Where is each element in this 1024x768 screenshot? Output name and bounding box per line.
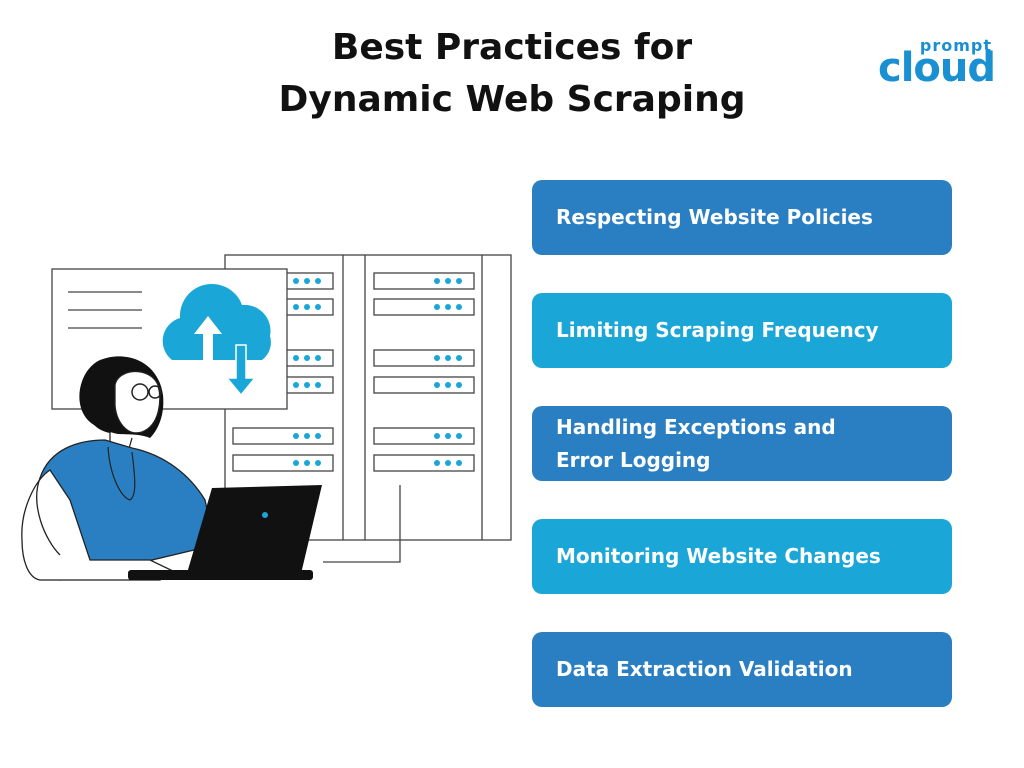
practice-label: Data Extraction Validation <box>556 657 853 681</box>
logo-main-text: cloud <box>878 45 996 91</box>
title-line-1: Best Practices for <box>331 27 693 68</box>
practice-label: Respecting Website Policies <box>556 205 873 229</box>
illustration <box>21 254 512 581</box>
person-icon <box>21 356 216 581</box>
practice-item: Handling Exceptions and Error Logging <box>532 406 952 481</box>
practice-item: Respecting Website Policies <box>532 180 952 255</box>
server-led-dots <box>293 278 462 466</box>
page-title: Best Practices for Dynamic Web Scraping <box>0 22 1024 126</box>
logo-top-text: prompt <box>919 36 992 55</box>
practice-list: Respecting Website Policies Limiting Scr… <box>532 180 952 745</box>
title-line-2: Dynamic Web Scraping <box>278 79 746 120</box>
laptop-icon <box>128 485 322 580</box>
practice-label: Handling Exceptions and Error Logging <box>556 414 836 472</box>
practice-item: Data Extraction Validation <box>532 632 952 707</box>
practice-label: Limiting Scraping Frequency <box>556 318 879 342</box>
cloud-upload-download-icon <box>162 283 271 397</box>
practice-item: Monitoring Website Changes <box>532 519 952 594</box>
practice-item: Limiting Scraping Frequency <box>532 293 952 368</box>
promptcloud-logo: prompt cloud <box>876 36 1000 94</box>
practice-label: Monitoring Website Changes <box>556 544 881 568</box>
